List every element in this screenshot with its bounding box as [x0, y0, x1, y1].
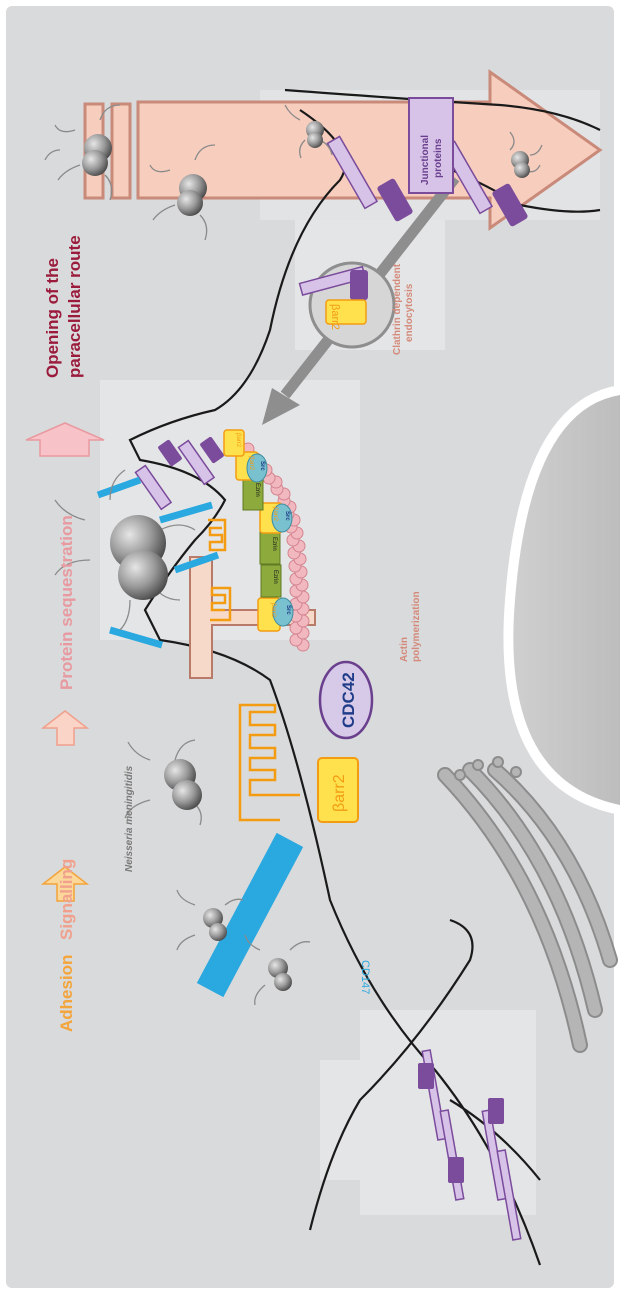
- clathrin-label-line2: endocytosis: [404, 283, 415, 342]
- step-opening-line2: paracellular route: [65, 235, 84, 378]
- barr2-mini-4: βarr2: [235, 433, 241, 448]
- step-opening-line1: Opening of the: [43, 258, 62, 378]
- src-label-1: Src: [285, 605, 291, 615]
- junctional-proteins-box: [409, 98, 453, 193]
- step-signalling: Signalling: [57, 859, 76, 940]
- barr2-label: βarr2: [331, 774, 348, 812]
- barr2-mini-2: βarr2: [272, 507, 278, 522]
- barr2-mini-1: βarr2: [270, 603, 276, 618]
- actin-label-line2: polymerization: [411, 591, 422, 662]
- junctional-label-line2: proteins: [433, 138, 444, 178]
- junctional-label-line1: Junctional: [420, 135, 431, 185]
- cd147-label: CD147: [359, 960, 371, 994]
- cdc42-label: CDC42: [339, 672, 358, 728]
- ezrin-label-1: Ezrin: [272, 570, 278, 584]
- src-label-3: Src: [259, 461, 265, 471]
- clathrin-label-line1: Clathrin dependent: [392, 263, 403, 355]
- barr2-mini-3: βarr2: [248, 456, 254, 471]
- step-sequestration: Protein sequestration: [57, 515, 76, 690]
- actin-label-line1: Actin: [399, 637, 410, 662]
- barr2-vesicle-label: βarr2: [329, 304, 341, 330]
- src-label-2: Src: [284, 511, 290, 521]
- step-adhesion: Adhesion: [57, 955, 76, 1032]
- neisseria-label: Neisseria meningitidis: [124, 765, 135, 872]
- ezrin-label-3: Ezrin: [254, 483, 260, 497]
- ezrin-label-2: Ezrin: [271, 537, 277, 551]
